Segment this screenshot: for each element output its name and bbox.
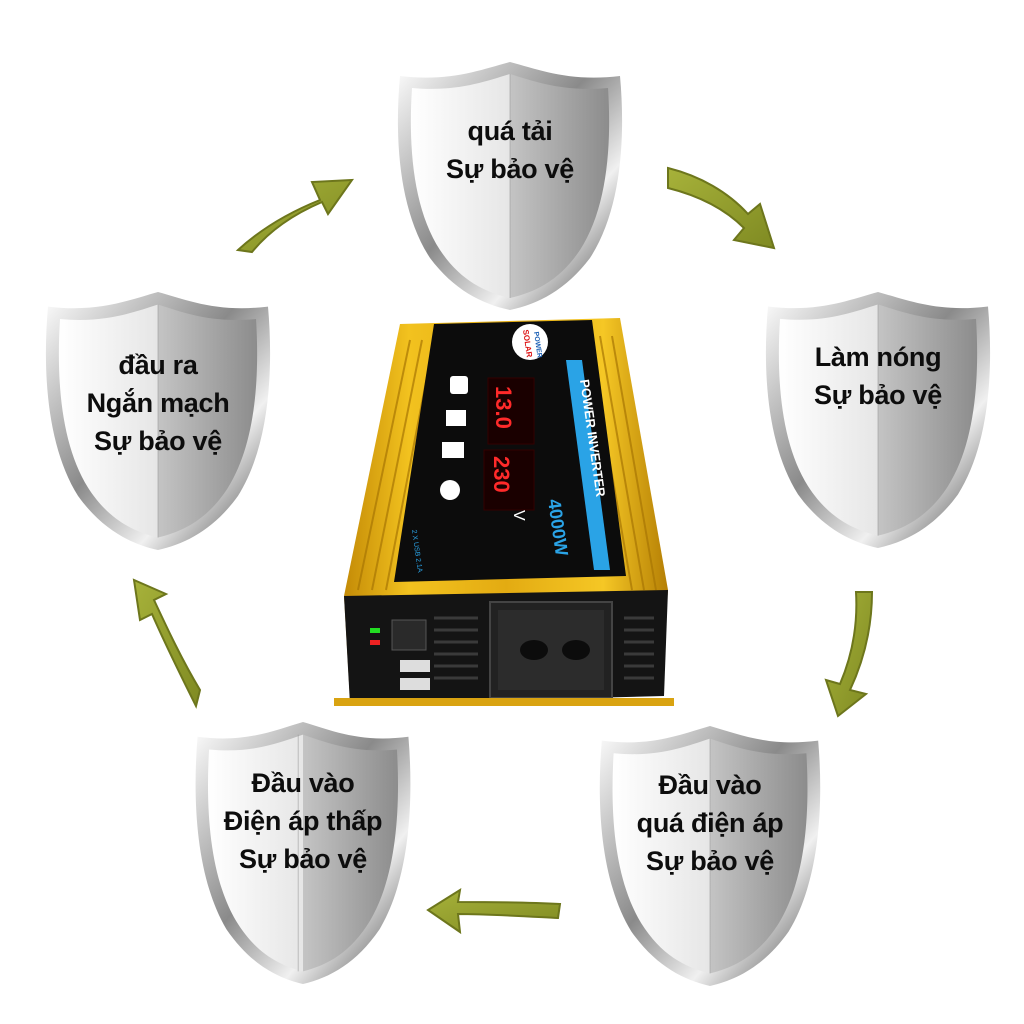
fan-icon bbox=[440, 480, 460, 500]
shield-line: Ngắn mạch bbox=[86, 388, 230, 418]
appliance-icons bbox=[440, 376, 468, 500]
arrow-top-to-right-icon bbox=[667, 166, 776, 250]
shield-overvoltage-protection: Đầu vào quá điện áp Sự bảo vệ bbox=[592, 726, 828, 986]
brand-name: SOLAR bbox=[521, 329, 534, 358]
voltage-unit: V bbox=[510, 510, 527, 521]
brand-sub: POWER bbox=[532, 331, 543, 358]
shield-undervoltage-protection: Đầu vào Điện áp thấp Sự bảo vệ bbox=[188, 722, 418, 984]
input-voltage-display bbox=[487, 377, 535, 445]
power-switch[interactable] bbox=[391, 619, 427, 651]
shield-overheat-protection: Làm nóng Sự bảo vệ bbox=[758, 292, 998, 548]
brand-logo-icon bbox=[512, 324, 548, 360]
usb-port-2[interactable] bbox=[400, 678, 430, 690]
output-voltage-display bbox=[483, 449, 535, 511]
power-inverter-image: POWER INVERTER 4000W SOLAR POWER 13.0 23… bbox=[334, 318, 674, 706]
shield-line: Đầu vào bbox=[251, 768, 355, 798]
tv-icon bbox=[446, 410, 466, 426]
shield-overload-protection: quá tải Sự bảo vệ bbox=[390, 62, 630, 310]
computer-icon bbox=[442, 442, 464, 458]
status-led-green-icon bbox=[370, 628, 380, 633]
arrow-bottomleft-to-left-icon bbox=[132, 578, 202, 709]
shield-line: Sự bảo vệ bbox=[646, 846, 774, 876]
usb-port-1[interactable] bbox=[400, 660, 430, 672]
shield-line: Sự bảo vệ bbox=[94, 426, 222, 456]
shield-icon bbox=[765, 292, 991, 548]
shield-icon bbox=[45, 292, 271, 550]
shield-line: đầu ra bbox=[118, 350, 198, 380]
input-voltage-value: 13.0 bbox=[491, 386, 516, 429]
shield-line: Làm nóng bbox=[814, 342, 942, 372]
appliance-icon bbox=[450, 376, 468, 394]
shield-line: Đầu vào bbox=[658, 770, 762, 800]
arrow-right-to-bottom-icon bbox=[824, 591, 874, 718]
shield-line: Sự bảo vệ bbox=[239, 844, 367, 874]
shield-line: Sự bảo vệ bbox=[446, 154, 574, 184]
shield-line: Điện áp thấp bbox=[223, 806, 383, 836]
status-led-red-icon bbox=[370, 640, 380, 645]
shield-icon bbox=[195, 722, 411, 984]
shield-icon bbox=[397, 62, 623, 310]
shield-short-circuit-protection: đầu ra Ngắn mạch Sự bảo vệ bbox=[38, 292, 278, 550]
shield-line: Sự bảo vệ bbox=[814, 380, 942, 410]
shield-line: quá tải bbox=[467, 116, 553, 146]
arrow-left-to-top-icon bbox=[235, 178, 355, 254]
shield-icon bbox=[599, 726, 821, 986]
shield-line: quá điện áp bbox=[636, 808, 784, 838]
output-voltage-value: 230 bbox=[489, 456, 514, 493]
arrow-bottomright-to-bottomleft-icon bbox=[426, 887, 562, 935]
